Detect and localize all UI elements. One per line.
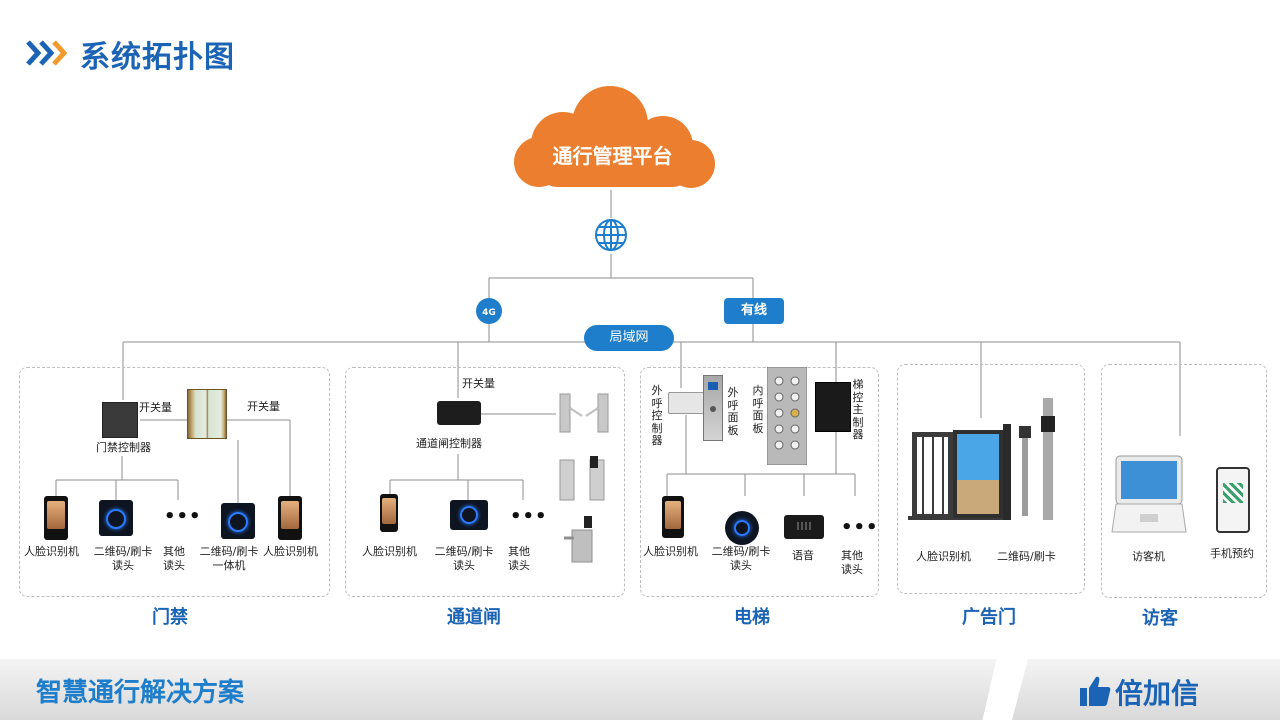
gate-item-label: 人脸识别机: [362, 545, 417, 558]
elevator-panel: [640, 367, 879, 597]
globe-icon: [595, 219, 627, 251]
brand-name: 倍加信: [1115, 677, 1200, 710]
access-controller-icon: [102, 402, 138, 438]
outer-controller-icon: [668, 392, 706, 414]
face-terminal-icon: [380, 494, 398, 532]
cloud-icon: [514, 86, 715, 188]
access-item-label: 其他 读头: [163, 545, 185, 572]
glass-door-icon: [187, 389, 227, 439]
more-readers-icon: •••: [164, 506, 202, 527]
access-item-label: 人脸识别机: [24, 545, 79, 558]
page-title: 系统拓扑图: [80, 40, 235, 75]
flap-gate-icon: [559, 456, 605, 501]
inner-call-panel-icon: [767, 367, 807, 465]
visitor-kiosk-icon: [1111, 455, 1187, 533]
access-section-title: 门禁: [152, 607, 188, 628]
access-panel: [19, 367, 330, 597]
elevator-item-label: 语音: [792, 549, 814, 562]
4g-badge: 4G: [476, 298, 502, 324]
adgate-section-title: 广告门: [962, 607, 1016, 628]
elevator-section-title: 电梯: [734, 607, 770, 628]
round-qr-reader-icon: [725, 511, 759, 545]
wired-badge: 有线: [724, 298, 784, 324]
outer-call-panel-icon: [703, 375, 723, 441]
gate-section-title: 通道闸: [447, 607, 501, 628]
gate-controller-icon: [437, 401, 481, 425]
adgate-item-label: 人脸识别机: [916, 550, 971, 563]
elevator-main-controller-icon: [815, 382, 851, 432]
more-readers-icon: •••: [510, 506, 548, 527]
adgate-panel: [897, 364, 1085, 594]
face-terminal-icon: [278, 496, 302, 540]
footer-solution-text: 智慧通行解决方案: [36, 678, 245, 708]
lan-badge: 局域网: [584, 325, 674, 351]
elevator-item-label: 人脸识别机: [643, 545, 698, 558]
elevator-item-label: 其他 读头: [841, 549, 863, 576]
visitor-item-label: 访客机: [1132, 550, 1165, 563]
platform-label: 通行管理平台: [552, 144, 673, 168]
face-terminal-icon: [662, 496, 684, 538]
qr-card-aio-icon: [221, 503, 255, 539]
outer-controller-label: 外呼控制器: [651, 384, 663, 447]
gate-item-label: 其他 读头: [508, 545, 530, 572]
speaker-icon: [784, 515, 824, 539]
outer-panel-label: 外呼面板: [727, 386, 739, 437]
visitor-panel: [1101, 364, 1267, 598]
gate-item-label: 二维码/刷卡 读头: [434, 545, 494, 572]
thumbs-up-icon: [1080, 676, 1111, 706]
access-switch-left: 开关量: [139, 401, 172, 414]
gate-switch-label: 开关量: [462, 377, 495, 390]
ad-gate-icon: [908, 398, 1055, 520]
adgate-item-label: 二维码/刷卡: [997, 550, 1056, 563]
elevator-item-label: 二维码/刷卡 读头: [711, 545, 771, 572]
swing-gate-icon: [559, 393, 609, 433]
inner-panel-label: 内呼面板: [752, 384, 764, 435]
gate-panel: [345, 367, 625, 597]
access-item-label: 二维码/刷卡 读头: [93, 545, 153, 572]
access-item-label: 二维码/刷卡 一体机: [199, 545, 259, 572]
visitor-section-title: 访客: [1142, 608, 1178, 629]
tripod-turnstile-icon: [564, 516, 593, 563]
face-terminal-icon: [44, 496, 68, 540]
access-item-label: 人脸识别机: [263, 545, 318, 558]
phone-booking-icon: [1216, 467, 1250, 533]
chevron-logo-icon: [26, 40, 68, 66]
qr-reader-icon: [99, 500, 133, 536]
gate-controller-label: 通道闸控制器: [416, 437, 482, 450]
footer-band: [0, 659, 1280, 720]
visitor-item-label: 手机预约: [1210, 547, 1254, 560]
more-readers-icon: •••: [841, 517, 879, 538]
qr-reader-icon: [450, 500, 488, 530]
main-controller-label: 梯控主制器: [852, 378, 864, 441]
access-controller-label: 门禁控制器: [96, 441, 151, 454]
access-switch-right: 开关量: [247, 400, 280, 413]
